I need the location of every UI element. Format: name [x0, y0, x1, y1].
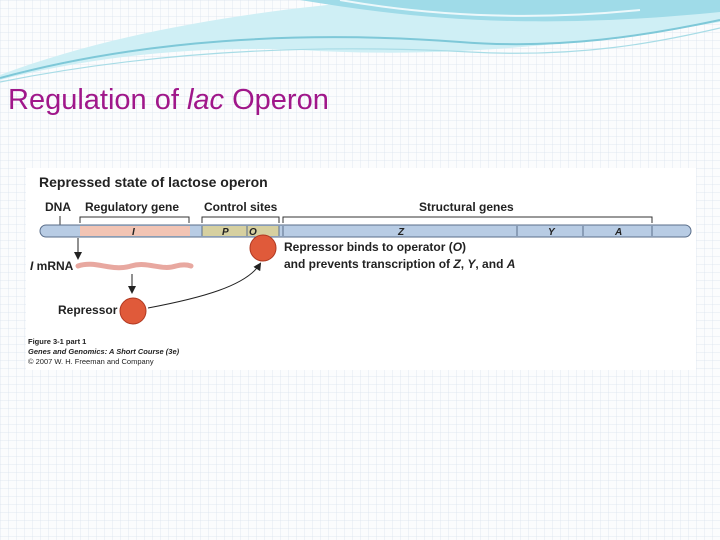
- figure-caption-copyright: © 2007 W. H. Freeman and Company: [28, 357, 154, 366]
- structural-genes-label: Structural genes: [419, 200, 514, 214]
- structural-genes-bracket: [283, 217, 652, 223]
- slide-title: Regulation of lac Operon: [8, 84, 329, 117]
- bound-repressor: [250, 235, 276, 261]
- regulatory-gene-label: Regulatory gene: [85, 200, 179, 214]
- lac-operon-figure: Repressed state of lactose operon DNA Re…: [26, 168, 696, 370]
- figure-caption-source: Genes and Genomics: A Short Course (3e): [28, 347, 180, 356]
- repressor-annotation-line1: Repressor binds to operator (O): [284, 240, 466, 254]
- free-repressor: [120, 298, 146, 324]
- title-rest: Operon: [224, 84, 329, 116]
- header-swoosh-decoration: [0, 0, 720, 90]
- mrna-label: I mRNA: [30, 259, 74, 273]
- regulatory-gene-bracket: [80, 217, 189, 223]
- repressor-label: Repressor: [58, 303, 118, 317]
- mrna-strand: [78, 264, 191, 267]
- regulatory-gene-segment: [80, 226, 190, 236]
- segment-label-a: A: [614, 227, 622, 238]
- segment-label-z: Z: [397, 227, 405, 238]
- segment-label-o: O: [249, 227, 257, 238]
- figure-heading: Repressed state of lactose operon: [39, 174, 268, 190]
- figure-caption-number: Figure 3-1 part 1: [28, 337, 86, 346]
- dna-label: DNA: [45, 200, 71, 214]
- control-sites-label: Control sites: [204, 200, 278, 214]
- repressor-binding-arrow: [148, 264, 260, 308]
- segment-label-p: P: [222, 227, 229, 238]
- segment-label-i: I: [132, 227, 135, 238]
- title-plain: Regulation of: [8, 84, 187, 116]
- repressor-annotation-line2: and prevents transcription of Z, Y, and …: [284, 257, 515, 271]
- title-italic: lac: [187, 84, 224, 116]
- control-sites-bracket: [202, 217, 279, 223]
